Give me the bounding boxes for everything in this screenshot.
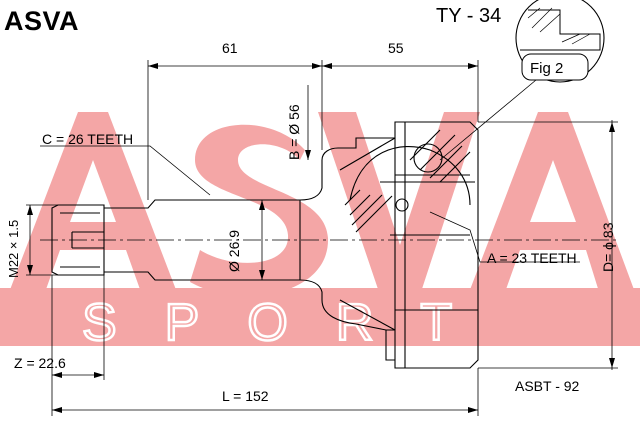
watermark-sport-text: SPORT (82, 294, 500, 352)
dim-61: 61 (222, 40, 238, 56)
thread-label: M22 × 1.5 (6, 219, 21, 278)
ball-2 (395, 198, 409, 212)
fig2-hatch (527, 7, 591, 45)
fig2-label-box (521, 53, 589, 81)
spline-shaft (104, 199, 301, 281)
section-hatch (344, 129, 471, 233)
fig2-detail (515, 0, 605, 83)
brand-title: ASVA (4, 6, 80, 36)
cv-joint-outline (51, 121, 479, 369)
a-teeth-label: A = 23 TEETH (487, 250, 577, 266)
c-teeth-label: C = 26 TEETH (42, 131, 134, 147)
dim-b-diameter: B = Ø 56 (286, 104, 302, 160)
leader-a-teeth (429, 211, 580, 263)
leader-fig2 (439, 79, 537, 161)
thread-detail (60, 212, 104, 268)
watermark-band (0, 288, 640, 346)
shoulder-top (299, 137, 395, 201)
watermark (0, 112, 640, 346)
dim-55: 55 (388, 40, 404, 56)
fig2-label: Fig 2 (530, 60, 564, 77)
leader-c-teeth (40, 145, 211, 196)
cross-reference: ASBT - 92 (515, 378, 580, 394)
z-value: Z = 22.6 (14, 355, 66, 371)
d-diameter: D= ϕ 83 (600, 222, 616, 272)
part-number: TY - 34 (436, 5, 502, 27)
total-length: L = 152 (222, 388, 269, 404)
shaft-diameter: Ø 26.9 (226, 229, 242, 272)
bell-taper (339, 137, 396, 331)
inner-race-top (349, 146, 471, 206)
dimension-lines (26, 60, 618, 416)
watermark-sport: SPORT (81, 293, 500, 354)
watermark-asva-letters (8, 112, 636, 296)
arrowheads (27, 63, 615, 413)
bell-housing (394, 121, 479, 369)
lower-ring (385, 329, 395, 361)
shoulder-bottom (299, 279, 387, 331)
race-lines (380, 181, 475, 236)
